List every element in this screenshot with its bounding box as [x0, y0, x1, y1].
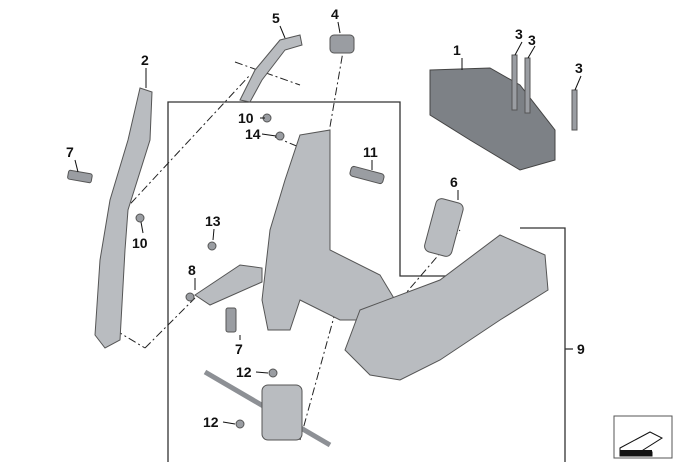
callout-2: 2: [141, 52, 149, 68]
part-2-lever: [94, 87, 153, 349]
part-lower-bracket: [261, 384, 303, 441]
callout-14: 14: [245, 126, 261, 142]
navigation-arrow-icon: [613, 415, 673, 459]
callout-10: 10: [132, 235, 148, 251]
part-4-spring: [329, 34, 355, 54]
callout-6: 6: [450, 174, 458, 190]
callout-1: 1: [453, 42, 461, 58]
callout-11: 11: [363, 144, 378, 160]
callout-9: 9: [577, 341, 585, 357]
part-8-arm: [194, 264, 263, 306]
callout-7: 7: [235, 341, 243, 357]
callout-3: 3: [528, 32, 536, 48]
callout-7: 7: [66, 144, 74, 160]
group-frame: [167, 101, 573, 462]
callout-4: 4: [331, 6, 339, 22]
callout-5: 5: [272, 10, 280, 26]
part-main-bracket: [261, 129, 396, 331]
callout-10: 10: [238, 110, 254, 126]
bolts: [67, 54, 578, 429]
callout-13: 13: [205, 213, 221, 229]
leader-lines: [74, 21, 582, 425]
part-5-rod: [239, 34, 303, 103]
callout-3: 3: [515, 26, 523, 42]
callout-12: 12: [236, 364, 252, 380]
callout-12: 12: [203, 414, 219, 430]
callout-8: 8: [188, 262, 196, 278]
part-6-actuator: [424, 198, 464, 257]
callout-3: 3: [575, 60, 583, 76]
part-9-pedal: [344, 234, 549, 381]
part-1-sensor: [429, 67, 556, 171]
